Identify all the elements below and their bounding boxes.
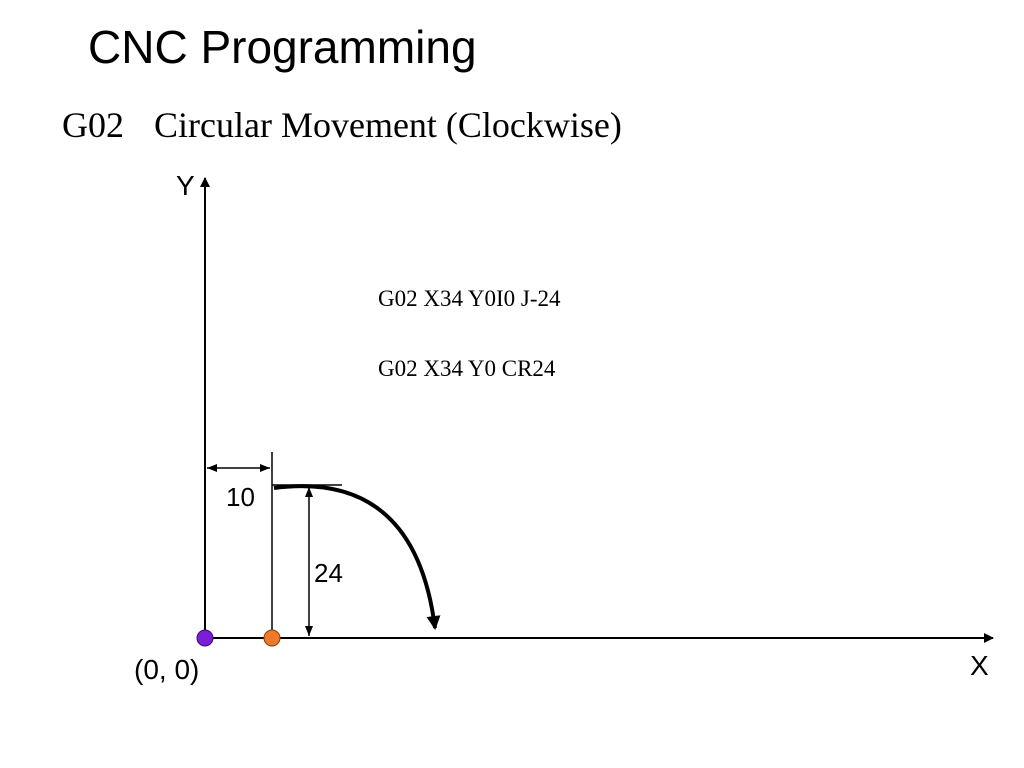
program-line-1: G02 X34 Y0I0 J-24 (378, 286, 561, 311)
origin-label: (0, 0) (134, 654, 200, 685)
program-line-2: G02 X34 Y0 CR24 (378, 356, 556, 381)
slide-title: CNC Programming (88, 21, 477, 73)
origin-point (196, 629, 214, 647)
arc-center-point (263, 629, 281, 647)
x-axis-label: X (970, 650, 989, 681)
dimension-10-label: 10 (226, 482, 255, 512)
dimension-24-label: 24 (314, 558, 343, 588)
subtitle-text: Circular Movement (Clockwise) (154, 105, 622, 145)
y-axis-label: Y (176, 170, 195, 201)
subtitle-code: G02 (62, 105, 124, 145)
slide-subtitle: G02 Circular Movement (Clockwise) (62, 104, 622, 146)
clockwise-arc (273, 484, 441, 630)
